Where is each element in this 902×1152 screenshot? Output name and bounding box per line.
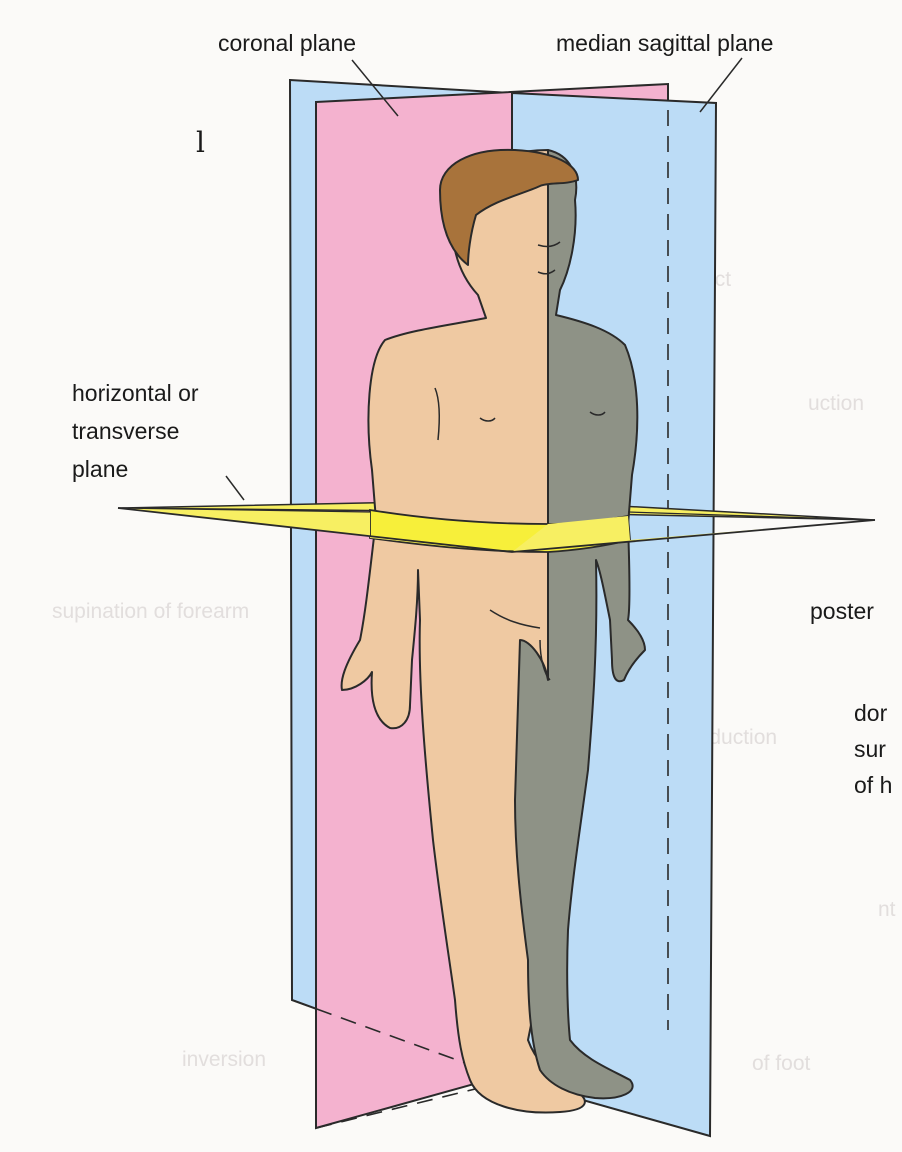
sagittal-leader-line bbox=[700, 58, 742, 112]
transverse-leader-line bbox=[226, 476, 244, 500]
margin-mark: l bbox=[196, 128, 205, 158]
partial-label-sur: sur bbox=[854, 734, 886, 764]
partial-label-poster: poster bbox=[810, 596, 874, 626]
partial-label-dor: dor bbox=[854, 698, 887, 728]
partial-label-of-h: of h bbox=[854, 770, 892, 800]
horizontal-plane-label-line2: transverse bbox=[72, 416, 179, 446]
horizontal-plane-label-line1: horizontal or bbox=[72, 378, 199, 408]
horizontal-plane-label-line3: plane bbox=[72, 454, 128, 484]
median-sagittal-plane-label: median sagittal plane bbox=[556, 28, 773, 58]
coronal-plane-label: coronal plane bbox=[218, 28, 356, 58]
